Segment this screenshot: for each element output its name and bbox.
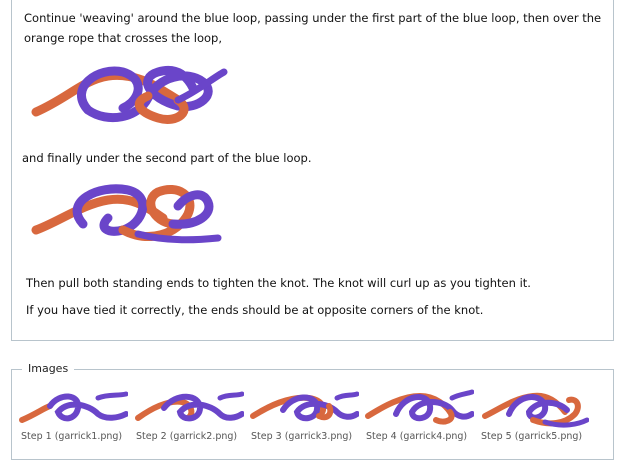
- step-4-thumbnail[interactable]: [364, 384, 474, 428]
- instruction-paragraph-1: Continue 'weaving' around the blue loop,…: [24, 11, 602, 45]
- content-panel: Continue 'weaving' around the blue loop,…: [11, 0, 614, 341]
- step-1-caption[interactable]: Step 1 (garrick1.png): [21, 431, 123, 442]
- step-2-thumbnail[interactable]: [134, 384, 244, 428]
- knot-step-5-image: [31, 184, 222, 244]
- step-5-caption[interactable]: Step 5 (garrick5.png): [481, 431, 583, 442]
- step-4-caption[interactable]: Step 4 (garrick4.png): [366, 431, 468, 442]
- step-2-caption[interactable]: Step 2 (garrick2.png): [136, 431, 238, 442]
- step-1-thumbnail[interactable]: [18, 384, 128, 428]
- instruction-paragraph-3: Then pull both standing ends to tighten …: [26, 276, 531, 290]
- knot-step-4-image: [31, 66, 228, 124]
- instruction-paragraph-4: If you have tied it correctly, the ends …: [26, 303, 484, 317]
- step-3-thumbnail[interactable]: [249, 384, 359, 428]
- images-panel: Images Step 1 (garrick1.png) Step 2 (gar…: [11, 362, 614, 460]
- step-5-thumbnail[interactable]: [479, 384, 589, 428]
- step-3-caption[interactable]: Step 3 (garrick3.png): [251, 431, 353, 442]
- instruction-paragraph-2: and finally under the second part of the…: [22, 151, 312, 165]
- images-legend: Images: [22, 362, 75, 375]
